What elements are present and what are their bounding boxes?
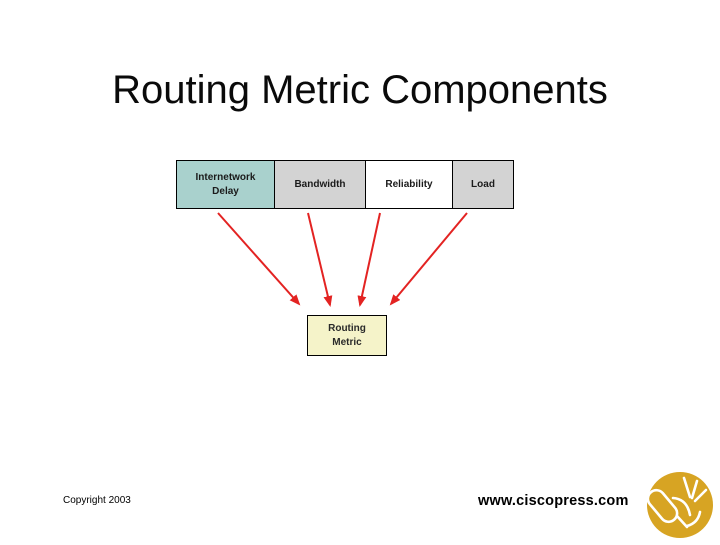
box-routing-metric: Routing Metric bbox=[307, 315, 387, 356]
page-title: Routing Metric Components bbox=[112, 68, 608, 112]
box-internetwork-delay: Internetwork Delay bbox=[176, 160, 275, 209]
ciscopress-logo-icon bbox=[644, 471, 716, 540]
arrow-delay-to-metric bbox=[217, 212, 301, 306]
box-reliability: Reliability bbox=[365, 160, 453, 209]
arrow-bandwidth-to-metric bbox=[307, 212, 333, 307]
arrow-load-to-metric bbox=[389, 212, 468, 306]
website-text: www.ciscopress.com bbox=[478, 493, 629, 509]
metric-components-row: Internetwork Delay Bandwidth Reliability… bbox=[176, 160, 514, 209]
box-bandwidth: Bandwidth bbox=[274, 160, 366, 209]
copyright-text: Copyright 2003 bbox=[63, 495, 131, 506]
box-load: Load bbox=[452, 160, 514, 209]
arrow-reliability-to-metric bbox=[357, 212, 381, 307]
